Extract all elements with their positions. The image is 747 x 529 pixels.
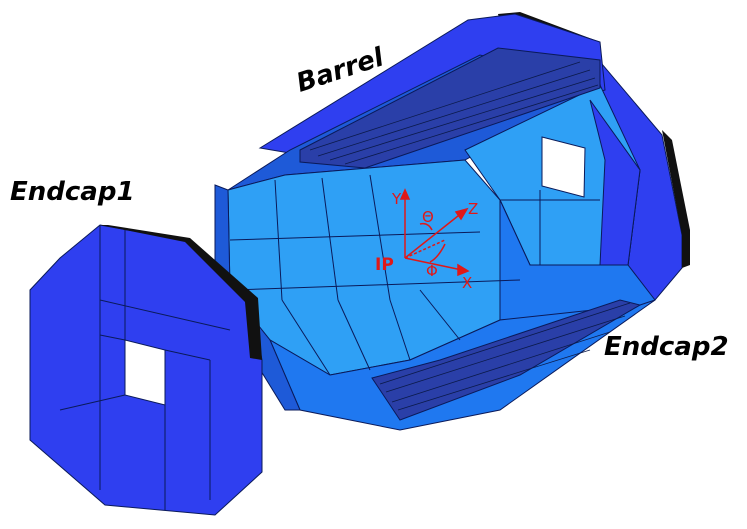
theta-label: Θ (422, 208, 434, 226)
endcap1-window (124, 339, 166, 406)
r-vector (404, 239, 446, 259)
top-module-hatching (309, 61, 599, 165)
floor-edge-4 (229, 231, 481, 241)
floor-edge-2 (321, 177, 339, 301)
endcap1-label: Endcap1 (10, 177, 135, 207)
floor-edge-1 (274, 179, 283, 301)
y-axis-label: Y (391, 190, 402, 208)
floor-edge-9 (419, 289, 461, 341)
floor-edge-3 (369, 174, 391, 301)
phi-arc (429, 243, 446, 263)
x-axis-label: X (462, 274, 472, 292)
floor-edge-6 (281, 299, 331, 376)
z-arrowhead (454, 207, 469, 221)
theta-arc (419, 222, 433, 231)
coordinate-axes (399, 188, 470, 277)
x-arrowhead (457, 263, 470, 277)
y-arrowhead (399, 188, 411, 200)
z-axis (404, 211, 464, 259)
bottom-module (371, 299, 642, 421)
endcap1-panel-edges (59, 225, 231, 510)
floor-edge-8 (389, 299, 411, 361)
floor-edge-5 (231, 279, 521, 291)
barrel-far-rim-edge-side (662, 130, 690, 268)
phi-label: Φ (426, 262, 438, 280)
x-axis (404, 257, 463, 271)
z-axis-label: Z (468, 200, 478, 218)
bottom-module-hatching (379, 302, 631, 411)
floor-edge-7 (337, 299, 371, 371)
endcap1 (29, 224, 263, 516)
ip-label: IP (375, 255, 394, 275)
barrel-back-window (541, 136, 586, 198)
endcap2-label: Endcap2 (604, 332, 729, 362)
